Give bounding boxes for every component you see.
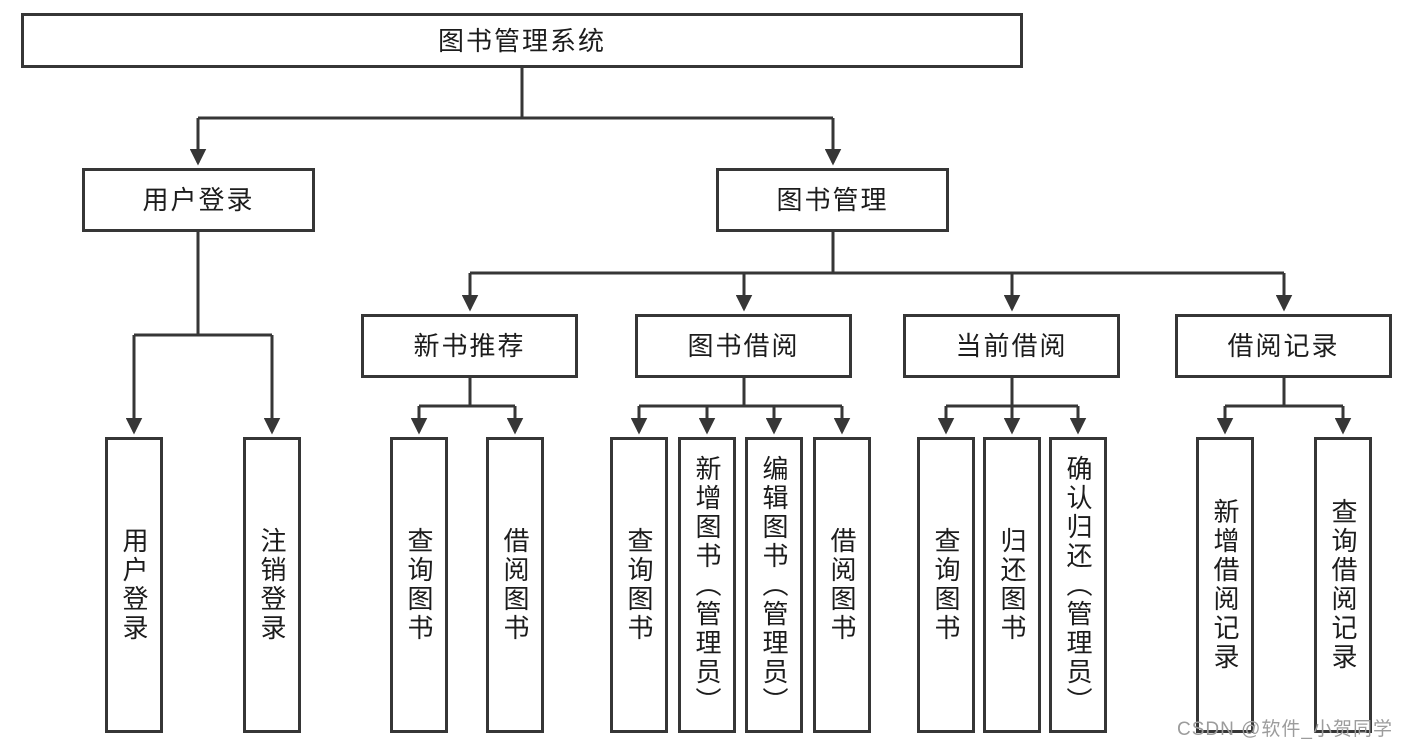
node-library-management-system: 图书管理系统 xyxy=(21,13,1023,68)
node-label: 查询图书 xyxy=(931,527,961,643)
node-label: 归还图书 xyxy=(997,527,1027,643)
leaf-logout: 注销登录 xyxy=(243,437,301,733)
node-current-borrow: 当前借阅 xyxy=(903,314,1120,378)
leaf-query-books-recommend: 查询图书 xyxy=(390,437,448,733)
node-borrow-records: 借阅记录 xyxy=(1175,314,1392,378)
leaf-query-borrow-record: 查询借阅记录 xyxy=(1314,437,1372,733)
node-label: 编辑图书（管理员） xyxy=(759,454,789,716)
node-label: 用户登录 xyxy=(142,185,255,215)
leaf-query-books-current: 查询图书 xyxy=(917,437,975,733)
node-label: 用户登录 xyxy=(119,527,149,643)
node-label: 新书推荐 xyxy=(413,331,526,361)
node-label: 新增借阅记录 xyxy=(1210,498,1240,672)
node-label: 当前借阅 xyxy=(955,331,1068,361)
leaf-confirm-return-admin: 确认归还（管理员） xyxy=(1049,437,1107,733)
connector-book-management-branch xyxy=(470,232,1284,275)
leaf-user-login: 用户登录 xyxy=(105,437,163,733)
csdn-watermark: CSDN @软件_小贺同学 xyxy=(1177,719,1393,740)
leaf-edit-books-admin: 编辑图书（管理员） xyxy=(745,437,803,733)
leaf-borrow-books: 借阅图书 xyxy=(813,437,871,733)
node-label: 图书借阅 xyxy=(687,331,800,361)
leaf-query-books-borrow: 查询图书 xyxy=(610,437,668,733)
connector-user-login-branch xyxy=(134,232,272,337)
leaf-return-books: 归还图书 xyxy=(983,437,1041,733)
node-label: 查询借阅记录 xyxy=(1328,498,1358,672)
connector-new-book-recommend-branch xyxy=(419,378,515,408)
node-label: 确认归还（管理员） xyxy=(1063,454,1093,716)
node-label: 注销登录 xyxy=(257,527,287,643)
node-label: 新增图书（管理员） xyxy=(692,454,722,716)
node-label: 图书管理系统 xyxy=(437,25,606,56)
leaf-add-borrow-record: 新增借阅记录 xyxy=(1196,437,1254,733)
leaf-borrow-books-recommend: 借阅图书 xyxy=(486,437,544,733)
connector-book-borrow-branch xyxy=(639,378,842,408)
node-book-management: 图书管理 xyxy=(716,168,949,232)
node-label: 借阅记录 xyxy=(1227,331,1340,361)
node-book-borrow: 图书借阅 xyxy=(635,314,852,378)
node-label: 查询图书 xyxy=(404,527,434,643)
connector-borrow-records-branch xyxy=(1225,378,1343,408)
node-label: 图书管理 xyxy=(776,185,889,215)
node-label: 查询图书 xyxy=(624,527,654,643)
node-user-login: 用户登录 xyxy=(82,168,315,232)
node-new-book-recommend: 新书推荐 xyxy=(361,314,578,378)
leaf-add-books-admin: 新增图书（管理员） xyxy=(678,437,736,733)
connector-current-borrow-branch xyxy=(946,378,1078,408)
node-label: 借阅图书 xyxy=(827,527,857,643)
node-label: 借阅图书 xyxy=(500,527,530,643)
connector-root-branch xyxy=(198,68,833,120)
